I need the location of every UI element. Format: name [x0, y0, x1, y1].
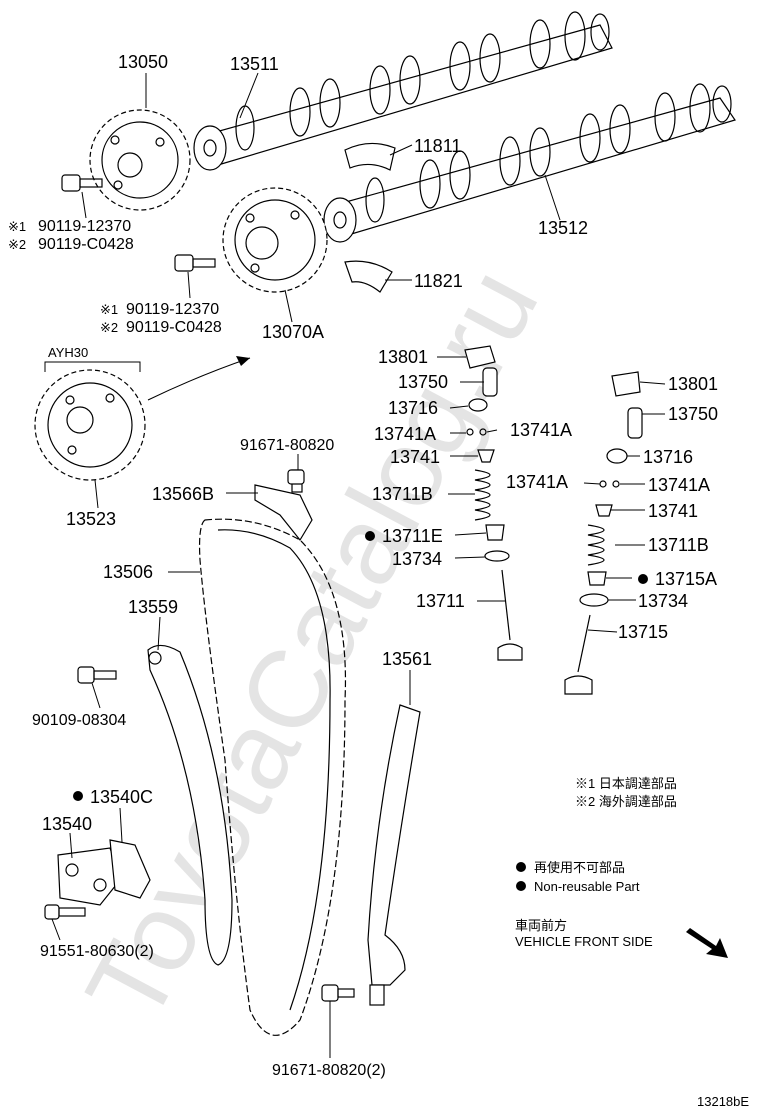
tensioner-slipper-13559 — [147, 644, 233, 966]
nonreusable-icon — [516, 881, 526, 891]
camshaft-exhaust — [323, 83, 736, 243]
note-overseas-sourced: ※2 海外調達部品 — [575, 794, 677, 809]
label-13734-b[interactable]: 13734 — [638, 591, 688, 611]
gasket-13540C — [109, 839, 151, 899]
valvetrain-intake — [464, 345, 523, 661]
label-13512[interactable]: 13512 — [538, 218, 588, 238]
timing-chain-13506 — [198, 518, 347, 1036]
figure-id: 13218bE — [697, 1094, 749, 1109]
label-13711[interactable]: 13711 — [416, 591, 465, 611]
note-nonreusable-en: Non-reusable Part — [534, 879, 640, 894]
label-13741A-d[interactable]: 13741A — [648, 475, 710, 495]
label-13050[interactable]: 13050 — [118, 52, 168, 72]
label-90119-12370-a[interactable]: 90119-12370 — [38, 218, 131, 235]
label-13734-a[interactable]: 13734 — [392, 549, 442, 569]
label-91671-80820-2[interactable]: 91671-80820(2) — [272, 1062, 386, 1079]
label-13801-b[interactable]: 13801 — [668, 374, 718, 394]
label-13561[interactable]: 13561 — [382, 649, 432, 669]
bolt-90119-a — [61, 174, 103, 192]
leader-lines — [51, 72, 666, 1058]
variant-label: AYH30 — [48, 345, 88, 360]
note-japan-sourced: ※1 日本調達部品 — [575, 776, 677, 791]
nonreusable-mark-13715A — [638, 574, 648, 584]
label-90109-08304[interactable]: 90109-08304 — [32, 712, 126, 729]
label-90119-C0428-b[interactable]: 90119-C0428 — [126, 319, 222, 336]
label-13540C[interactable]: 13540C — [90, 787, 153, 807]
vvt-sprocket-13070A — [222, 187, 328, 293]
bearing-11821 — [344, 260, 393, 293]
label-13070A[interactable]: 13070A — [262, 322, 324, 342]
label-13711B-a[interactable]: 13711B — [372, 484, 433, 504]
mark-2b: ※2 — [100, 320, 118, 335]
label-13559[interactable]: 13559 — [128, 597, 178, 617]
mark-1a: ※1 — [8, 219, 26, 234]
label-13540[interactable]: 13540 — [42, 814, 92, 834]
mark-2a: ※2 — [8, 237, 26, 252]
part-labels: 13050 13511 11811 13512 11821 13070A ※1 … — [8, 52, 718, 1079]
bolt-90109 — [77, 666, 117, 684]
label-11821[interactable]: 11821 — [414, 271, 463, 291]
label-91551-80630[interactable]: 91551-80630(2) — [40, 943, 154, 960]
label-13566B[interactable]: 13566B — [152, 484, 214, 504]
chain-guide-13566B — [254, 484, 313, 542]
label-13716-a[interactable]: 13716 — [388, 398, 438, 418]
label-13750-a[interactable]: 13750 — [398, 372, 448, 392]
label-11811[interactable]: 11811 — [414, 136, 461, 156]
bolt-91551 — [44, 904, 86, 920]
bolt-91671-a — [287, 469, 305, 485]
mark-1b: ※1 — [100, 302, 118, 317]
nonreusable-mark-13540C — [73, 791, 83, 801]
nonreusable-mark-13711E — [365, 531, 375, 541]
label-13801-a[interactable]: 13801 — [378, 347, 428, 367]
note-front-jp: 車両前方 — [515, 918, 567, 933]
label-13715[interactable]: 13715 — [618, 622, 668, 642]
legend-notes: ※1 日本調達部品 ※2 海外調達部品 再使用不可部品 Non-reusable… — [515, 776, 728, 958]
chain-guide-13561 — [367, 704, 421, 986]
label-13715A[interactable]: 13715A — [655, 569, 717, 589]
nonreusable-icon — [516, 862, 526, 872]
label-13506[interactable]: 13506 — [103, 562, 153, 582]
bolt-91671-b — [321, 984, 355, 1002]
label-13741A-b[interactable]: 13741A — [510, 420, 572, 440]
label-13711B-b[interactable]: 13711B — [648, 535, 709, 555]
label-13741-a[interactable]: 13741 — [390, 447, 440, 467]
label-13741A-c[interactable]: 13741A — [506, 472, 568, 492]
bolt-90119-b — [174, 254, 216, 272]
front-direction-arrow-icon — [686, 928, 728, 958]
camshaft-intake — [193, 11, 613, 171]
label-13741A-a[interactable]: 13741A — [374, 424, 436, 444]
label-90119-12370-b[interactable]: 90119-12370 — [126, 301, 219, 318]
label-90119-C0428-a[interactable]: 90119-C0428 — [38, 236, 134, 253]
label-13711E[interactable]: 13711E — [382, 526, 443, 546]
vvt-sprocket-13050 — [89, 109, 191, 211]
bearing-11811 — [344, 142, 396, 171]
label-13716-b[interactable]: 13716 — [643, 447, 693, 467]
label-13523[interactable]: 13523 — [66, 509, 116, 529]
sprocket-13523 — [34, 369, 146, 481]
note-nonreusable-jp: 再使用不可部品 — [534, 860, 625, 875]
note-front-en: VEHICLE FRONT SIDE — [515, 934, 653, 949]
label-13511[interactable]: 13511 — [230, 54, 279, 74]
label-13750-b[interactable]: 13750 — [668, 404, 718, 424]
label-13741-b[interactable]: 13741 — [648, 501, 698, 521]
tensioner-13540 — [57, 847, 121, 906]
valvetrain-exhaust — [564, 371, 643, 695]
label-91671-80820[interactable]: 91671-80820 — [240, 437, 334, 454]
